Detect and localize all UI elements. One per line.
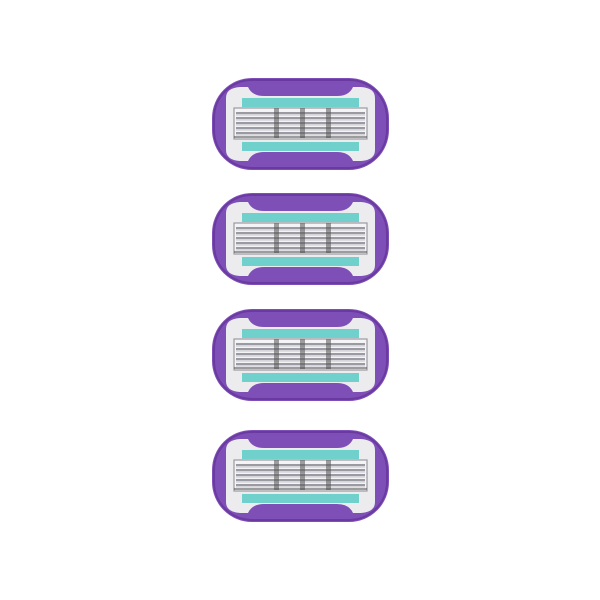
razor-cartridge [212,309,389,401]
razor-cartridge [212,78,389,170]
razor-cartridge [212,430,389,522]
razor-cartridge [212,193,389,285]
